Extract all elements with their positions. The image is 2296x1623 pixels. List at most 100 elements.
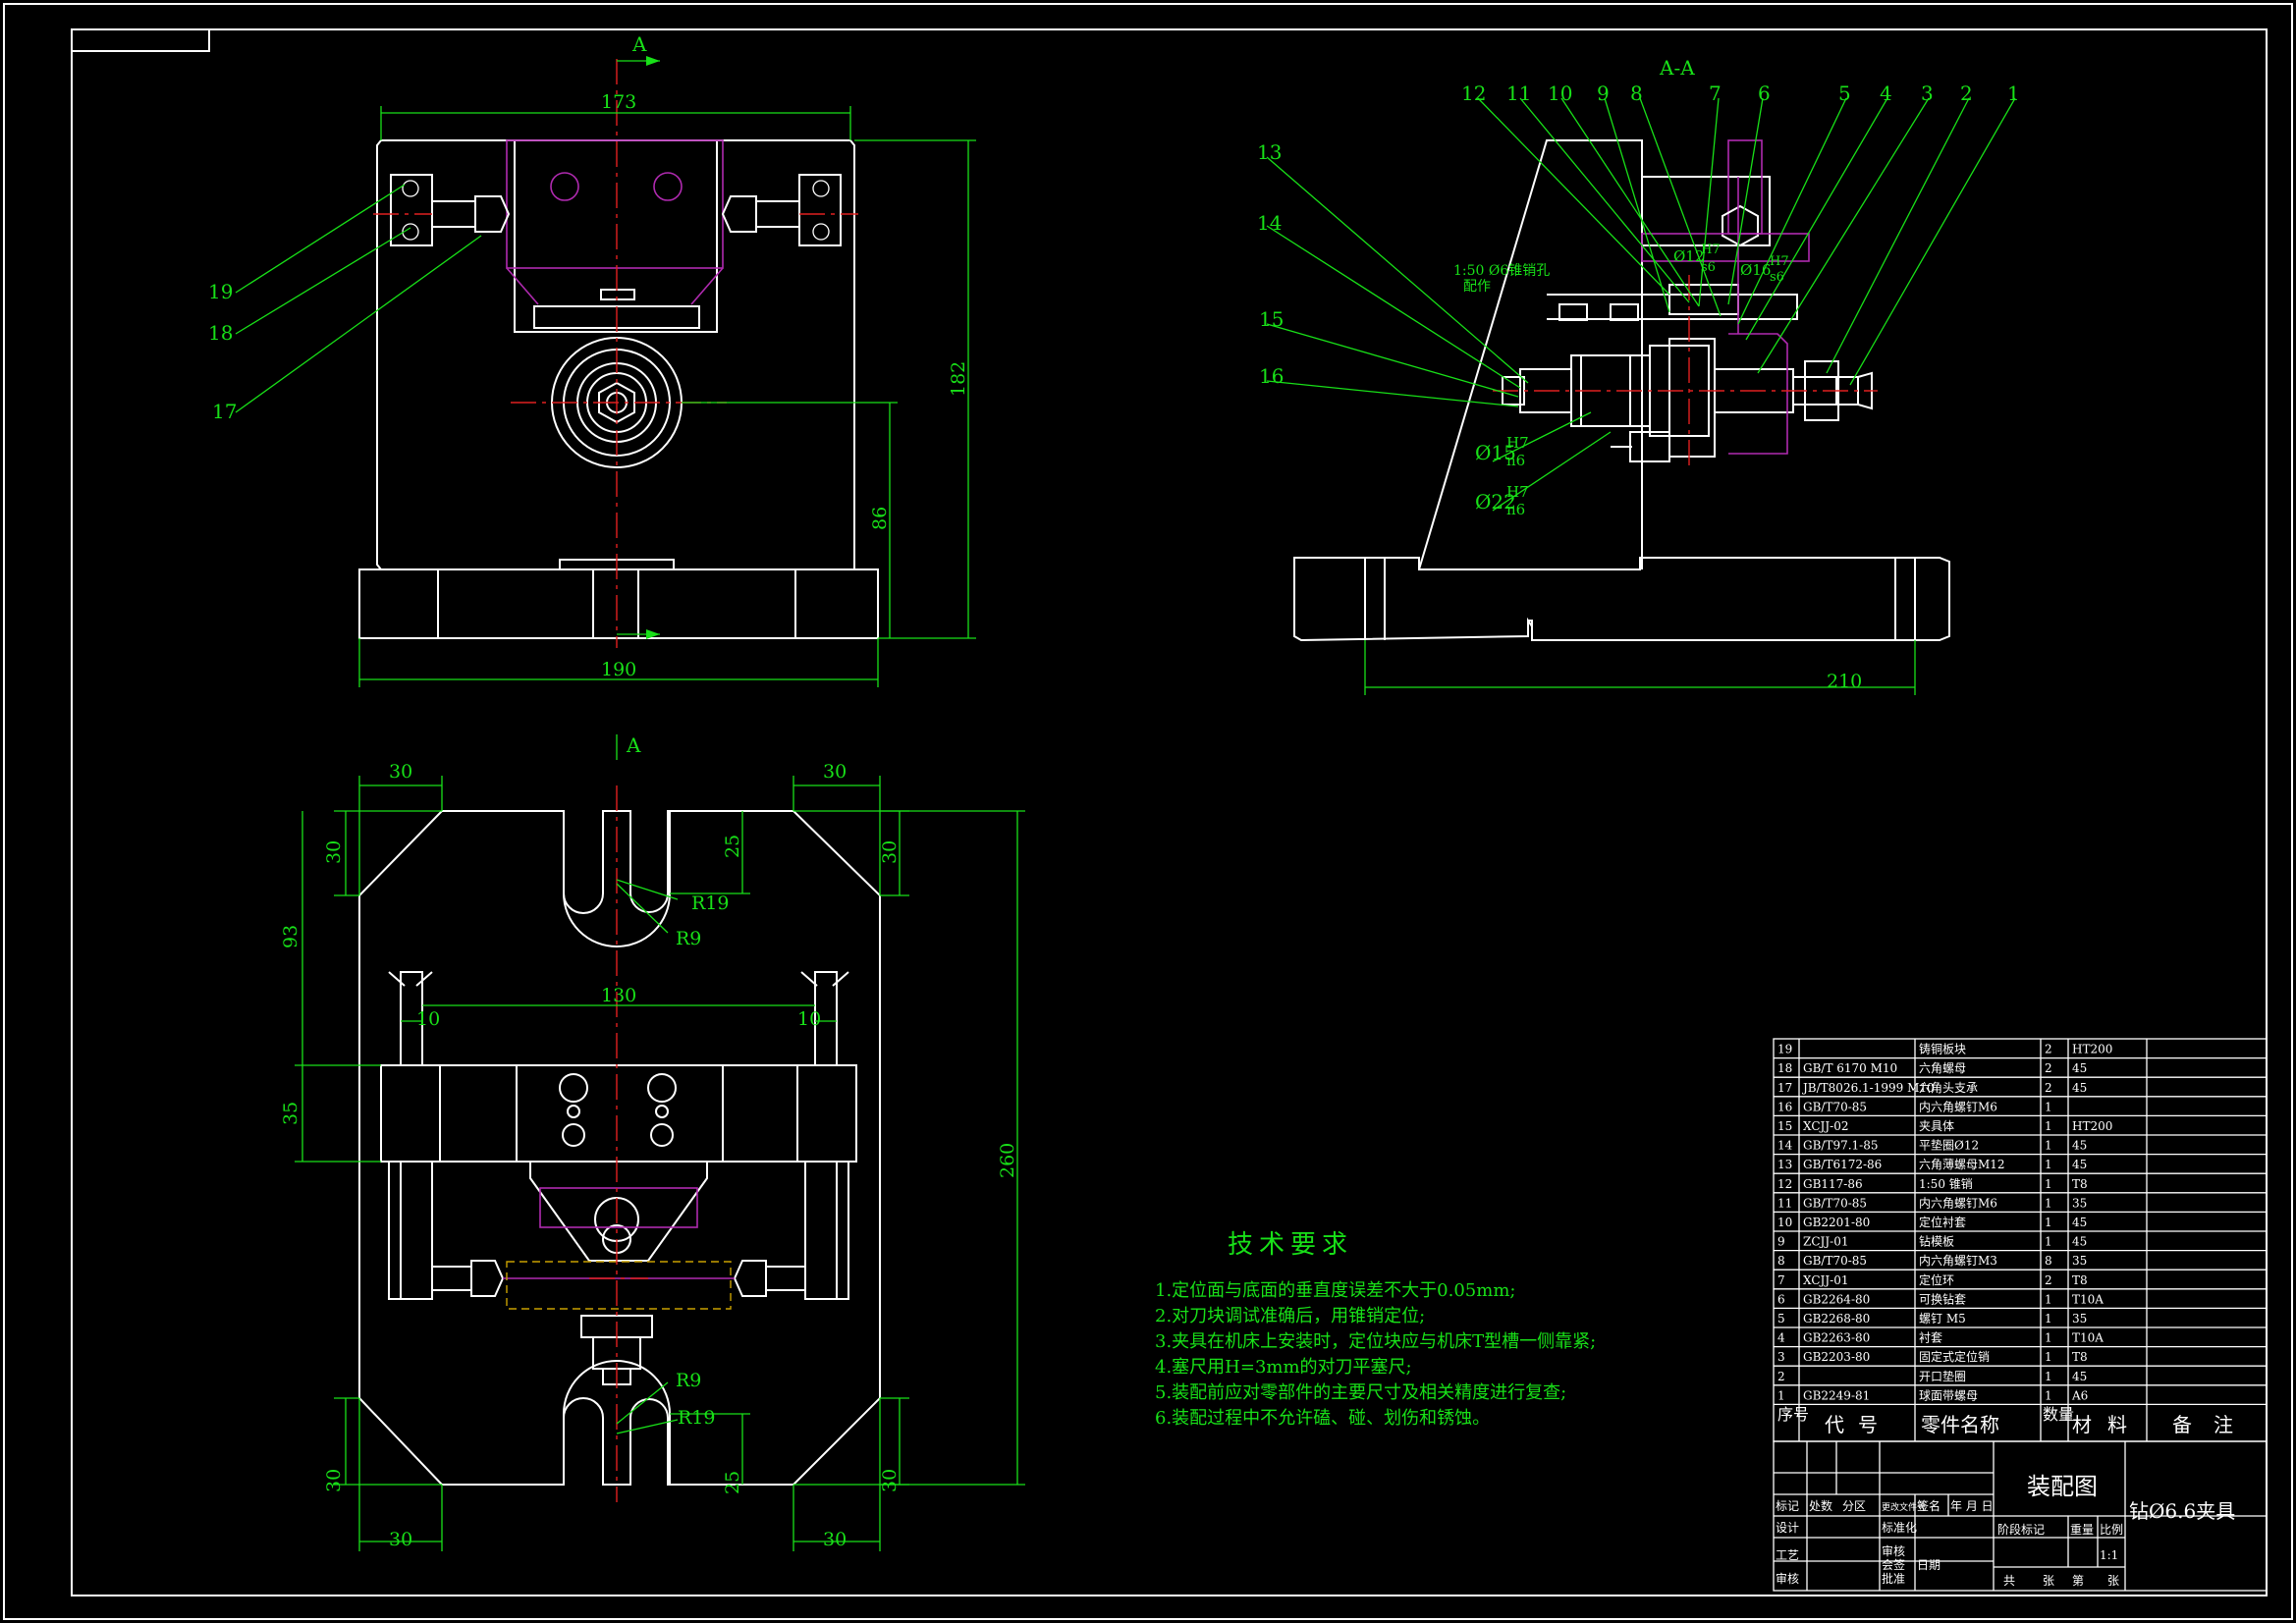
tech-item-5: 5.装配前应对零部件的主要尺寸及相关精度进行复查; — [1155, 1382, 1566, 1403]
bom-qty: 1 — [2045, 1216, 2052, 1229]
fit-d16: Ø16 — [1740, 261, 1771, 279]
bom-material: 45 — [2072, 1061, 2087, 1075]
drawing-name: 装配图 — [2027, 1473, 2098, 1500]
dim-r9-top: R9 — [676, 928, 701, 949]
bom-material: 35 — [2072, 1254, 2087, 1268]
bom-no: 8 — [1777, 1254, 1785, 1268]
dim-w10-l: 10 — [416, 1008, 440, 1030]
balloon-5: 5 — [1838, 81, 1851, 105]
tech-item-4: 4.塞尺用H=3mm的对刀平塞尺; — [1155, 1357, 1412, 1378]
tb-sheet-end: 张 — [2107, 1574, 2119, 1588]
bom-qty: 8 — [2045, 1254, 2052, 1268]
tb-weight: 重量 — [2070, 1523, 2094, 1537]
bom-material: 45 — [2072, 1158, 2087, 1171]
bom-material: T10A — [2072, 1292, 2104, 1306]
bom-qty: 1 — [2045, 1292, 2052, 1306]
bom-qty: 1 — [2045, 1119, 2052, 1133]
bom-code: GB2268-80 — [1803, 1312, 1870, 1325]
dim-v30-tr: 30 — [879, 840, 901, 864]
fit-d16-s: s6 — [1770, 270, 1784, 285]
dim-h260: 260 — [997, 1143, 1018, 1178]
dim-h93: 93 — [280, 925, 301, 948]
dim-c30-br: 30 — [823, 1529, 847, 1550]
bom-no: 9 — [1777, 1235, 1785, 1249]
tb-sheets: 张 — [2043, 1574, 2054, 1588]
dim-w10-r: 10 — [797, 1008, 821, 1030]
front-view — [235, 56, 976, 687]
bom-code: GB2203-80 — [1803, 1350, 1870, 1364]
bom-name: 内六角螺钉M6 — [1919, 1196, 1997, 1210]
bom-name: 夹具体 — [1919, 1119, 1954, 1133]
part-name: 钻Ø6.6夹具 — [2129, 1499, 2235, 1523]
balloon-7: 7 — [1709, 81, 1722, 105]
dim-h35: 35 — [280, 1102, 301, 1125]
bom-name: 可换钻套 — [1919, 1291, 1966, 1306]
bom-no: 6 — [1777, 1292, 1785, 1306]
plan-section-mark: A — [626, 733, 641, 757]
dim-v30-tl: 30 — [323, 840, 345, 864]
bom-no: 13 — [1777, 1158, 1792, 1171]
balloon-19: 19 — [208, 280, 233, 303]
fit-d22: Ø22 — [1475, 490, 1516, 514]
bom-table — [1773, 1038, 2268, 1442]
bom-qty: 2 — [2045, 1061, 2052, 1075]
dim-r9-bot: R9 — [676, 1370, 701, 1391]
bom-name: 内六角螺钉M6 — [1919, 1100, 1997, 1113]
tb-date: 年 月 日 — [1950, 1499, 1994, 1513]
bom-material: HT200 — [2072, 1119, 2112, 1133]
bom-code: GB/T70-85 — [1803, 1196, 1867, 1210]
bom-material: T10A — [2072, 1331, 2104, 1345]
dim-height-total: 182 — [948, 361, 969, 397]
front-section-mark: A — [631, 32, 647, 56]
bom-material: T8 — [2072, 1273, 2088, 1287]
bom-no: 18 — [1777, 1061, 1792, 1075]
section-view — [1266, 97, 2016, 695]
tb-change: 更改文件号 — [1882, 1501, 1926, 1513]
bom-material: T8 — [2072, 1350, 2088, 1364]
bom-name: 1:50 锥销 — [1919, 1177, 1973, 1191]
bom-qty: 1 — [2045, 1177, 2052, 1191]
bom-qty: 1 — [2045, 1158, 2052, 1171]
bom-code: GB/T70-85 — [1803, 1100, 1867, 1113]
bom-qty: 2 — [2045, 1273, 2052, 1287]
fit-d15-n: n6 — [1506, 452, 1525, 469]
tb-review: 审核 — [1776, 1571, 1799, 1586]
dim-slot-25-bot: 25 — [722, 1471, 743, 1494]
dim-height-axis: 86 — [869, 507, 891, 530]
balloon-17: 17 — [212, 400, 237, 423]
tech-item-2: 2.对刀块调试准确后，用锥销定位; — [1155, 1306, 1425, 1326]
bom-no: 5 — [1777, 1312, 1785, 1325]
bom-no: 10 — [1777, 1216, 1792, 1229]
balloon-14: 14 — [1257, 211, 1282, 235]
bom-qty: 1 — [2045, 1370, 2052, 1383]
bom-material: 45 — [2072, 1370, 2087, 1383]
tech-item-3: 3.夹具在机床上安装时，定位块应与机床T型槽一侧靠紧; — [1155, 1331, 1596, 1352]
note-taper-pin-2: 配作 — [1463, 279, 1491, 295]
tb-check: 审核 — [1882, 1543, 1905, 1558]
balloon-4: 4 — [1880, 81, 1892, 105]
dim-c30-tr: 30 — [823, 761, 847, 783]
bom-qty: 2 — [2045, 1081, 2052, 1095]
bom-no: 11 — [1777, 1196, 1792, 1210]
dim-width-base: 190 — [601, 659, 636, 680]
bom-no: 2 — [1777, 1370, 1785, 1383]
bom-no: 1 — [1777, 1388, 1785, 1402]
bom-name: 开口垫圈 — [1919, 1369, 1966, 1383]
tb-mark: 标记 — [1776, 1499, 1799, 1513]
bom-qty: 1 — [2045, 1388, 2052, 1402]
bom-no: 4 — [1777, 1331, 1785, 1345]
balloon-13: 13 — [1257, 140, 1282, 164]
bom-name: 铸铜板块 — [1919, 1042, 1966, 1056]
bom-no: 3 — [1777, 1350, 1785, 1364]
bom-header-material: 材料 — [2072, 1413, 2143, 1436]
fit-d12: Ø12 — [1673, 247, 1704, 265]
dim-length: 210 — [1827, 671, 1862, 692]
bom-qty: 2 — [2045, 1043, 2052, 1056]
bom-no: 17 — [1777, 1081, 1792, 1095]
bom-code: GB/T6172-86 — [1803, 1158, 1882, 1171]
bom-name: 定位环 — [1919, 1272, 1954, 1287]
drawing-number-box — [71, 28, 210, 52]
bom-name: 六角薄螺母M12 — [1919, 1157, 2005, 1171]
